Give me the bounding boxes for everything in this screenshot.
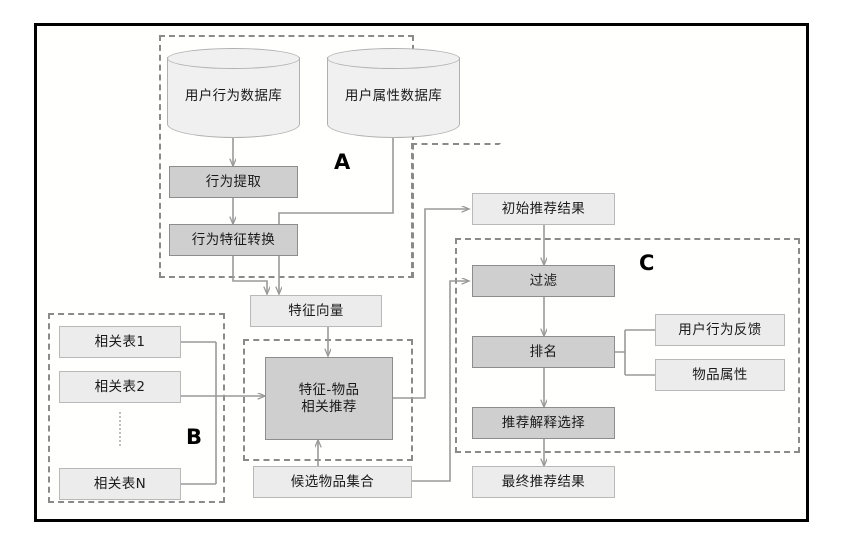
datastore-label: 用户行为数据库	[184, 88, 283, 104]
group-c-label: C	[639, 251, 655, 275]
group-a-label: A	[334, 150, 351, 174]
node-label: 特征向量	[288, 302, 344, 319]
node-label: 最终推荐结果	[501, 473, 586, 490]
cylinder-top	[327, 48, 460, 69]
node-feature-item-recommend[interactable]: 特征-物品 相关推荐	[265, 357, 393, 440]
node-label-line1: 特征-物品	[298, 381, 360, 398]
node-label: 过滤	[529, 272, 558, 289]
node-label: 行为提取	[205, 173, 262, 190]
datastore-user-behavior-db: 用户行为数据库	[167, 48, 300, 138]
node-label: 用户行为反馈	[678, 321, 762, 338]
node-candidate-item-set[interactable]: 候选物品集合	[253, 466, 412, 498]
node-label: 候选物品集合	[290, 473, 375, 490]
node-label: 物品属性	[692, 366, 748, 383]
node-feature-vector[interactable]: 特征向量	[250, 295, 382, 327]
node-related-table-2[interactable]: 相关表2	[59, 371, 181, 403]
node-item-attribute[interactable]: 物品属性	[655, 359, 785, 391]
node-related-table-n[interactable]: 相关表N	[59, 468, 181, 500]
node-initial-recommend-result[interactable]: 初始推荐结果	[472, 193, 615, 225]
node-recommend-explain-select[interactable]: 推荐解释选择	[472, 407, 615, 439]
cylinder-body	[327, 57, 460, 138]
node-label: 初始推荐结果	[501, 200, 586, 217]
node-label-line2: 相关推荐	[301, 398, 357, 415]
node-label: 相关表2	[94, 378, 146, 395]
node-label: 相关表N	[93, 475, 147, 492]
cylinder-body	[167, 57, 300, 138]
cylinder-top	[167, 48, 300, 69]
node-label: 行为特征转换	[191, 231, 276, 248]
node-behavior-feature-transform[interactable]: 行为特征转换	[169, 224, 298, 256]
group-b-label: B	[186, 425, 203, 449]
node-final-recommend-result[interactable]: 最终推荐结果	[472, 466, 615, 498]
datastore-user-attribute-db: 用户属性数据库	[327, 48, 460, 138]
node-label: 推荐解释选择	[501, 414, 586, 431]
node-behavior-extract[interactable]: 行为提取	[169, 166, 298, 198]
ellipsis-vertical	[119, 412, 121, 446]
group-b-boundary	[48, 313, 225, 503]
node-related-table-1[interactable]: 相关表1	[59, 326, 181, 358]
node-user-behavior-feedback[interactable]: 用户行为反馈	[655, 314, 785, 346]
datastore-label: 用户属性数据库	[344, 88, 443, 104]
node-label: 相关表1	[94, 333, 146, 350]
node-ranking[interactable]: 排名	[472, 336, 615, 368]
node-filter[interactable]: 过滤	[472, 265, 615, 297]
node-label: 排名	[529, 343, 558, 360]
